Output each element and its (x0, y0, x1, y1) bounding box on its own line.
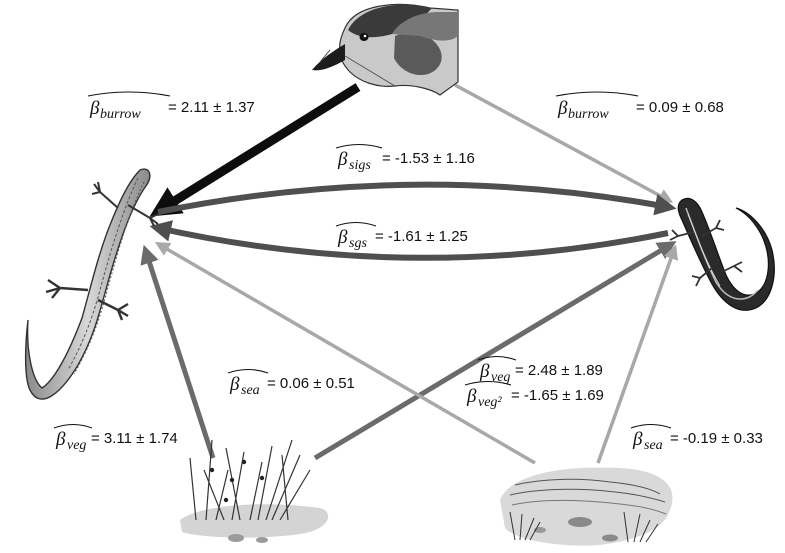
label-sigs: β sigs = -1.53 ± 1.16 (335, 143, 475, 173)
label-sgs: β sgs = -1.61 ± 1.25 (335, 221, 468, 251)
beta-symbol: β (557, 98, 568, 119)
coefficient-value: = 0.09 ± 0.68 (636, 99, 724, 116)
beta-subscript: veg (491, 370, 510, 385)
beta-symbol: β (55, 429, 66, 450)
arrow-bird-to-left-skink (149, 83, 361, 217)
coefficient-value: = 0.06 ± 0.51 (267, 375, 355, 392)
hat-mark (630, 423, 672, 429)
label-veg2-right: β veg² = -1.65 ± 1.69 (464, 380, 604, 410)
arrow-sea-to-left-skink (154, 242, 536, 465)
coefficient-value: = -1.65 ± 1.69 (511, 387, 604, 404)
beta-subscript: sea (644, 438, 663, 453)
coefficient-value: = -1.61 ± 1.25 (375, 228, 468, 245)
beta-symbol: β (466, 386, 477, 407)
beta-symbol: β (479, 361, 490, 382)
beta-subscript: burrow (100, 107, 141, 122)
beta-symbol: β (89, 98, 100, 119)
hat-mark (53, 423, 93, 429)
hat-mark (335, 221, 377, 227)
arrow-sigs-left-to-right (157, 181, 677, 216)
beta-subscript: sea (241, 383, 260, 398)
beta-symbol: β (337, 227, 348, 248)
coefficient-value: = 2.11 ± 1.37 (168, 99, 255, 116)
hat-mark (227, 368, 269, 374)
hat-mark (477, 355, 517, 361)
label-veg-left: β veg = 3.11 ± 1.74 (53, 423, 178, 453)
coefficient-value: = 2.48 ± 1.89 (515, 362, 603, 379)
coefficient-value: = -1.53 ± 1.16 (382, 150, 475, 167)
skink-icon (24, 168, 159, 400)
hat-mark (335, 143, 383, 149)
hat-mark (87, 91, 171, 97)
petrel-icon (312, 3, 459, 96)
arrow-sgs-right-to-left (149, 220, 669, 261)
hat-mark (464, 380, 512, 386)
beta-subscript: burrow (568, 107, 609, 122)
arrows (140, 83, 678, 465)
label-veg-right: β veg = 2.48 ± 1.89 (477, 355, 603, 385)
label-burrow-left: β burrow = 2.11 ± 1.37 (87, 91, 255, 122)
label-sea-left: β sea = 0.06 ± 0.51 (227, 368, 355, 398)
beta-subscript: veg (67, 438, 86, 453)
striped-skink-icon (669, 197, 775, 311)
beta-symbol: β (337, 149, 348, 170)
beta-symbol: β (632, 429, 643, 450)
grass-icon (180, 439, 329, 543)
beta-subscript: sgs (349, 236, 367, 251)
arrow-sea-to-right-skink (596, 244, 678, 464)
beta-subscript: sigs (349, 158, 371, 173)
seashore-icon (500, 467, 673, 546)
beta-subscript: veg² (478, 395, 502, 410)
beta-symbol: β (229, 374, 240, 395)
label-burrow-right: β burrow = 0.09 ± 0.68 (555, 91, 724, 122)
hat-mark (555, 91, 639, 97)
arrow-veg-to-right-skink (313, 241, 677, 461)
arrow-veg-to-left-skink (140, 244, 216, 459)
arrow-bird-to-right-skink (454, 83, 674, 203)
coefficient-value: = -0.19 ± 0.33 (670, 430, 763, 447)
coefficient-value: = 3.11 ± 1.74 (91, 430, 178, 447)
label-sea-right: β sea = -0.19 ± 0.33 (630, 423, 763, 453)
